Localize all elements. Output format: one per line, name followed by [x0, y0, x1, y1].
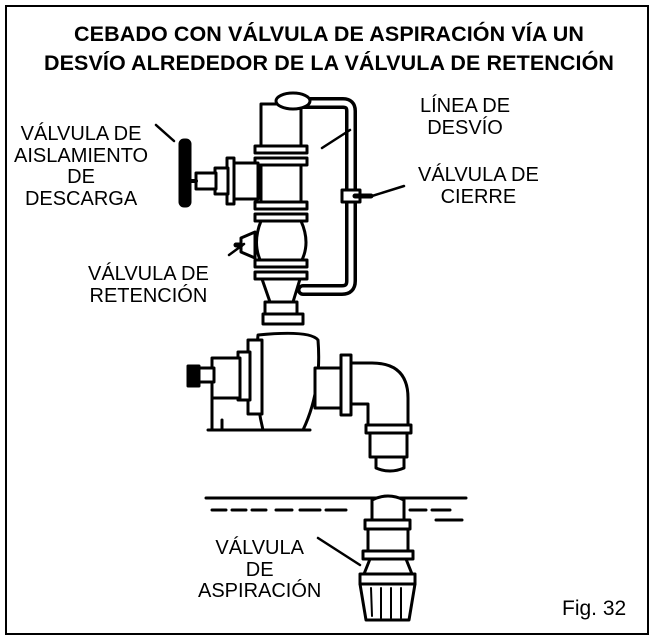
figure-frame — [5, 5, 649, 635]
foot-valve — [358, 494, 417, 622]
leader-isolation-valve — [154, 123, 176, 143]
label-discharge-isolation-valve: VÁLVULA DE AISLAMIENTO DE DESCARGA — [14, 123, 149, 210]
title-line-2: DESVÍO ALREDEDOR DE LA VÁLVULA DE RETENC… — [43, 51, 615, 75]
isolation-valve — [178, 138, 260, 208]
suction-elbow — [313, 353, 413, 473]
leader-bypass-line — [320, 128, 352, 150]
check-valve-boss — [233, 230, 257, 260]
label-shutoff-valve: VÁLVULA DE CIERRE — [418, 164, 539, 208]
pump-body — [186, 312, 321, 432]
figure-number: Fig. 32 — [562, 597, 627, 620]
discharge-pipe — [253, 91, 312, 318]
label-foot-valve: VÁLVULA DE ASPIRACIÓN — [198, 537, 322, 603]
shutoff-valve — [340, 188, 374, 204]
leader-shutoff-valve — [370, 184, 406, 198]
leader-foot-valve — [316, 536, 362, 567]
leader-lines — [154, 123, 406, 567]
water-surface — [204, 496, 468, 522]
leader-check-valve — [227, 242, 246, 257]
label-bypass-line: LÍNEA DE DESVÍO — [420, 95, 511, 139]
title-line-1: CEBADO CON VÁLVULA DE ASPIRACIÓN VÍA UN — [74, 22, 584, 46]
label-check-valve: VÁLVULA DE RETENCIÓN — [88, 263, 209, 307]
